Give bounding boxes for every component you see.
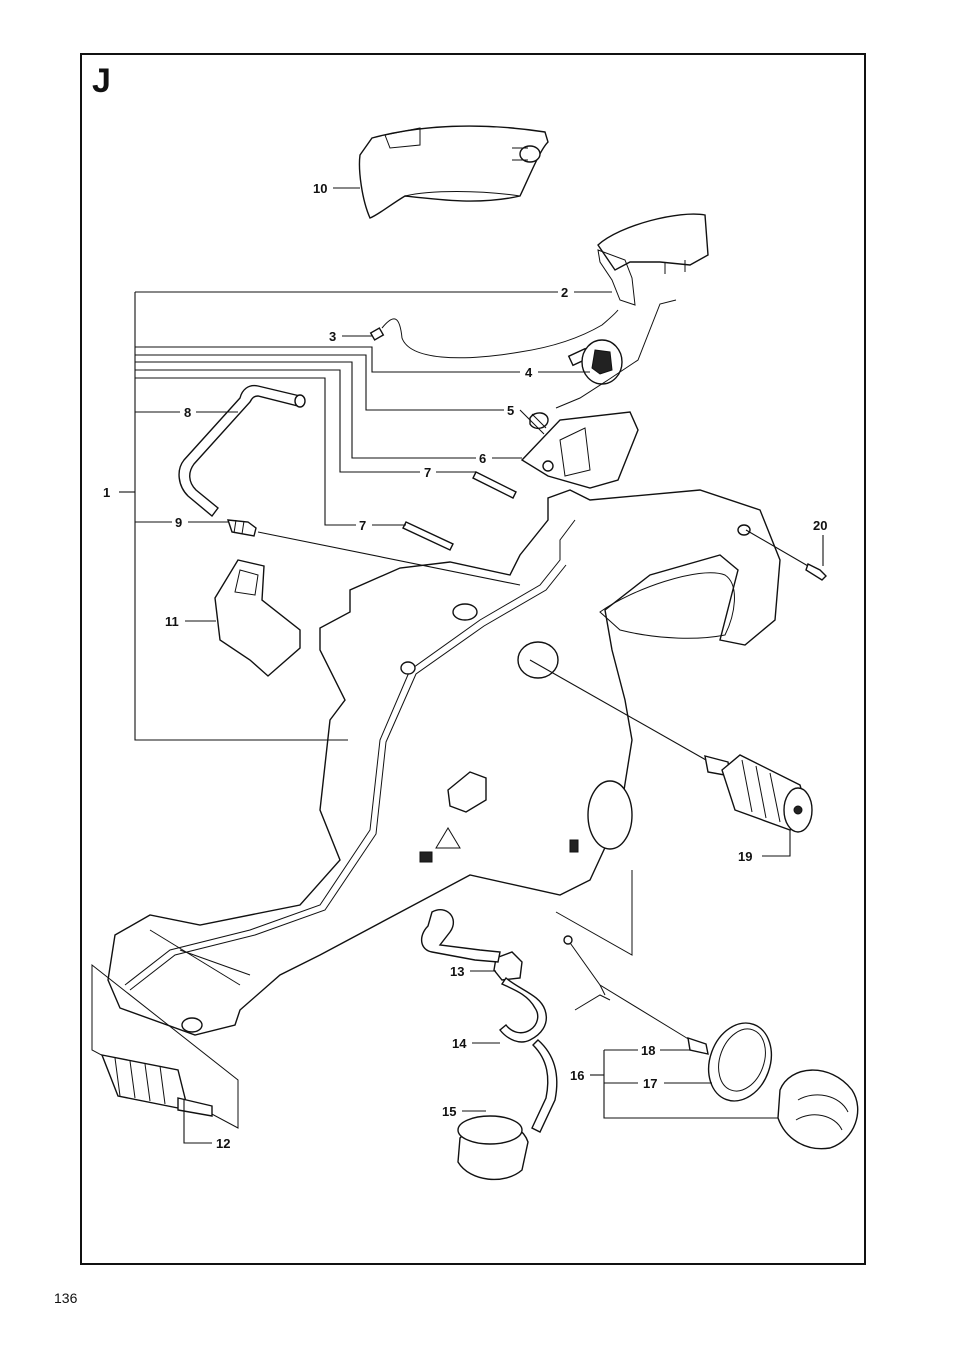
callout-3: 3 [329, 329, 336, 344]
part-4-throttle-wheel [582, 340, 622, 384]
part-17-seal-ring [698, 1014, 782, 1110]
callout-11: 11 [165, 614, 179, 629]
part-2-throttle-trigger [598, 214, 708, 305]
callout-2: 2 [561, 285, 568, 300]
part-10-top-cover [359, 126, 548, 218]
callout-7-upper: 7 [424, 465, 431, 480]
part-3-throttle-cable [371, 310, 618, 365]
callout-18: 18 [641, 1043, 655, 1058]
callout-4: 4 [525, 365, 533, 380]
callout-16: 16 [570, 1068, 584, 1083]
part-15-fuel-filter [458, 1116, 528, 1179]
callout-7-lower: 7 [359, 518, 366, 533]
part-19-av-element [705, 755, 812, 832]
part-16-fuel-cap [778, 1070, 858, 1149]
part-7-pin-lower [403, 522, 453, 550]
part-7-pin-upper [473, 472, 516, 498]
callout-5: 5 [507, 403, 514, 418]
callout-10: 10 [313, 181, 327, 196]
callout-17: 17 [643, 1076, 657, 1091]
callout-19: 19 [738, 849, 752, 864]
part-11-side-cover [215, 560, 300, 676]
part-14-fuel-hose [422, 910, 557, 1132]
callout-12: 12 [216, 1136, 230, 1151]
callout-9: 9 [175, 515, 182, 530]
part-18-vent [556, 870, 708, 1054]
callout-1: 1 [103, 485, 110, 500]
part-20-screw [806, 564, 826, 580]
callout-6: 6 [479, 451, 486, 466]
callout-15: 15 [442, 1104, 456, 1119]
part-8-hose [179, 386, 305, 516]
callout-20: 20 [813, 518, 827, 533]
part-9-fitting [228, 520, 256, 536]
callout-14: 14 [452, 1036, 467, 1051]
callout-8: 8 [184, 405, 191, 420]
callout-13: 13 [450, 964, 464, 979]
